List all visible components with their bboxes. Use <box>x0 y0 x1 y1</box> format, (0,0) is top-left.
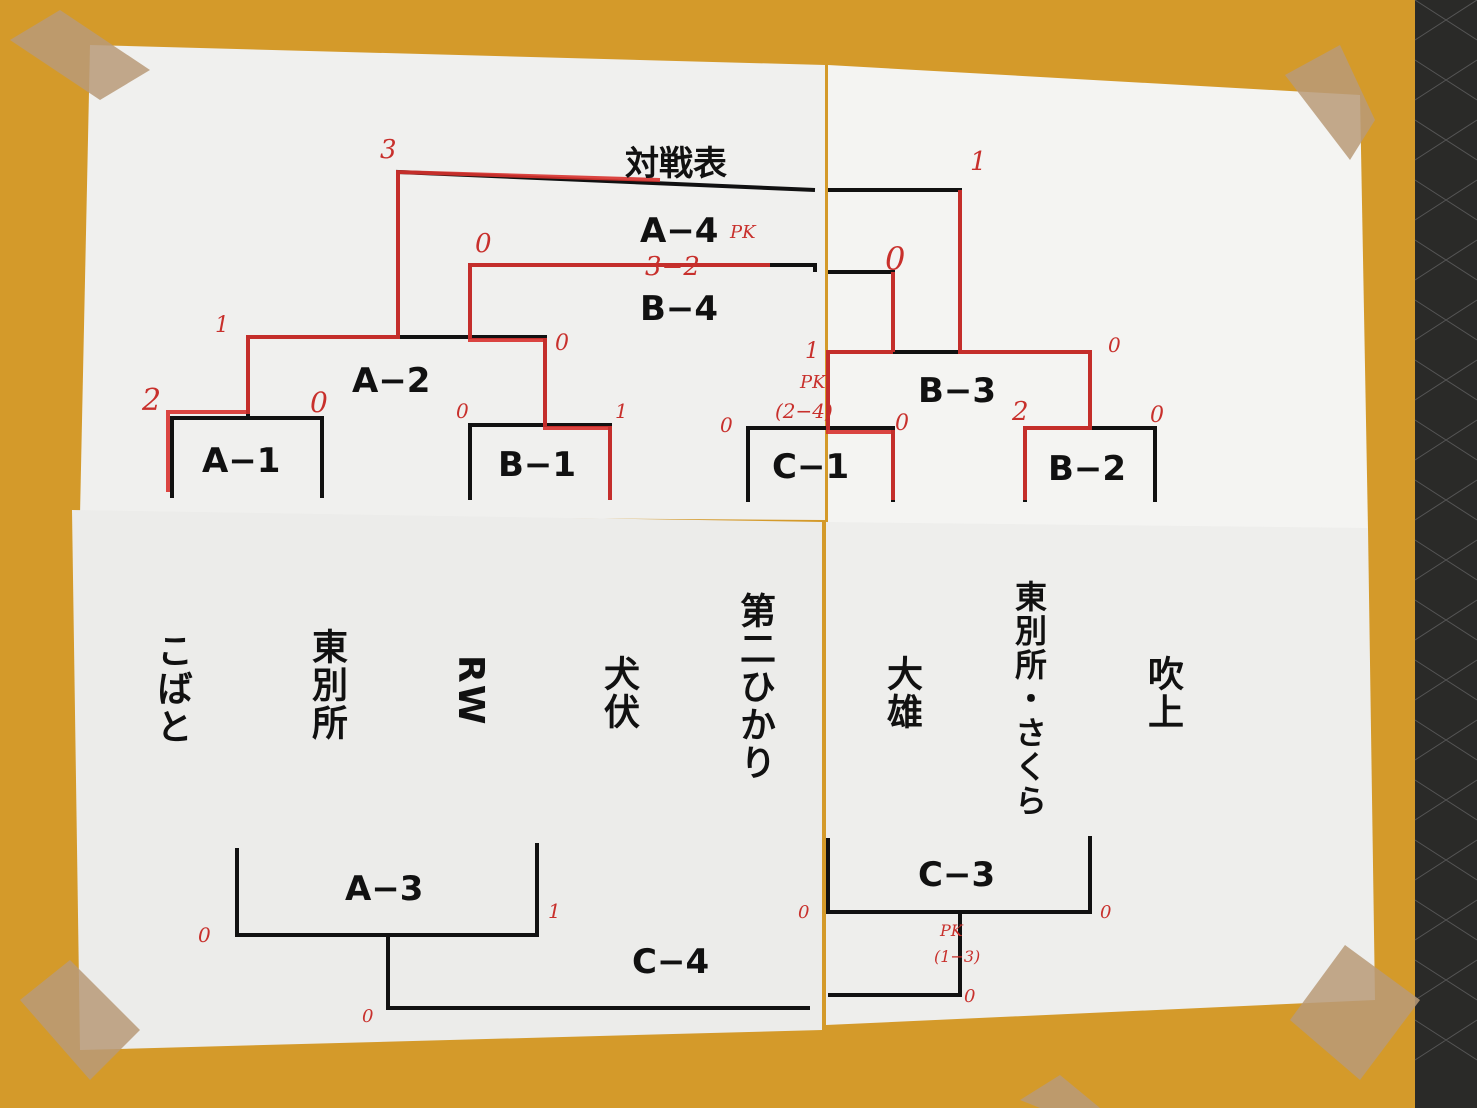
pk-c4-label: PK <box>939 921 964 940</box>
score-b3-right: 0 <box>1108 333 1121 357</box>
net-mesh <box>1414 0 1477 1061</box>
match-label-a3: A−3 <box>345 869 423 909</box>
team-name: 犬伏 <box>598 655 639 731</box>
team-name: RW <box>450 655 491 727</box>
pk-c1-score: (2−4) <box>775 399 833 423</box>
team-name: 大雄 <box>881 655 922 731</box>
score-c4-left: 0 <box>362 1006 373 1027</box>
match-label-a4: A−4 <box>640 211 718 251</box>
winner-lines <box>166 169 1092 500</box>
team-name: 吹上 <box>1142 655 1183 731</box>
match-label-c4: C−4 <box>632 942 709 982</box>
score-c3-left: 0 <box>798 902 809 923</box>
team-name: こばと <box>151 632 192 746</box>
score-c1-right: 0 <box>895 411 909 436</box>
match-label-b1: B−1 <box>498 445 576 485</box>
score-c3-right: 0 <box>1100 902 1111 923</box>
match-label-a1: A−1 <box>202 441 280 481</box>
match-label-b3: B−3 <box>918 371 996 411</box>
score-semi2-right: 0 <box>885 240 905 278</box>
score-b1-right: 1 <box>615 399 628 423</box>
paper-bottom-left <box>72 510 822 1050</box>
match-label-b2: B−2 <box>1048 449 1126 489</box>
score-b2-right: 0 <box>1150 403 1164 428</box>
score-a2-right: 0 <box>555 331 569 356</box>
score-a3-right: 1 <box>548 899 561 923</box>
score-a1-right: 0 <box>310 386 328 419</box>
score-b3-left: 1 <box>805 339 819 364</box>
tape-pieces <box>10 10 1420 1108</box>
score-final-left: 3 <box>380 135 397 165</box>
team-name: 第二ひかり <box>734 592 775 782</box>
pk-c4-score: (1−3) <box>934 947 980 966</box>
score-semi2-left: 0 <box>475 229 492 259</box>
pk-a4-label: PK <box>729 222 757 243</box>
score-b2-left: 2 <box>1011 397 1029 427</box>
score-a3-left: 0 <box>198 923 211 947</box>
team-name: 東別所 <box>306 628 347 742</box>
team-name: 東別所・さくら <box>1010 580 1048 818</box>
paper-top-right <box>828 65 1368 530</box>
net-background <box>1415 0 1477 1108</box>
score-a1-left: 2 <box>141 383 161 418</box>
match-label-c3: C−3 <box>918 855 995 895</box>
pk-c1-label: PK <box>799 372 827 393</box>
score-b1-left: 0 <box>456 399 469 423</box>
match-label-b4: B−4 <box>640 289 718 329</box>
match-label-a2: A−2 <box>352 361 430 401</box>
paper-bottom-right <box>826 522 1375 1025</box>
match-label-c1: C−1 <box>772 447 849 487</box>
score-a2-left: 1 <box>215 313 229 338</box>
paper-top-left <box>80 45 825 520</box>
pk-a4-score: 3−2 <box>645 252 700 282</box>
score-final-right: 1 <box>970 147 987 177</box>
bracket-title: 対戦表 <box>625 144 727 184</box>
score-c1-left: 0 <box>720 413 733 437</box>
score-c4-right: 0 <box>964 986 975 1007</box>
